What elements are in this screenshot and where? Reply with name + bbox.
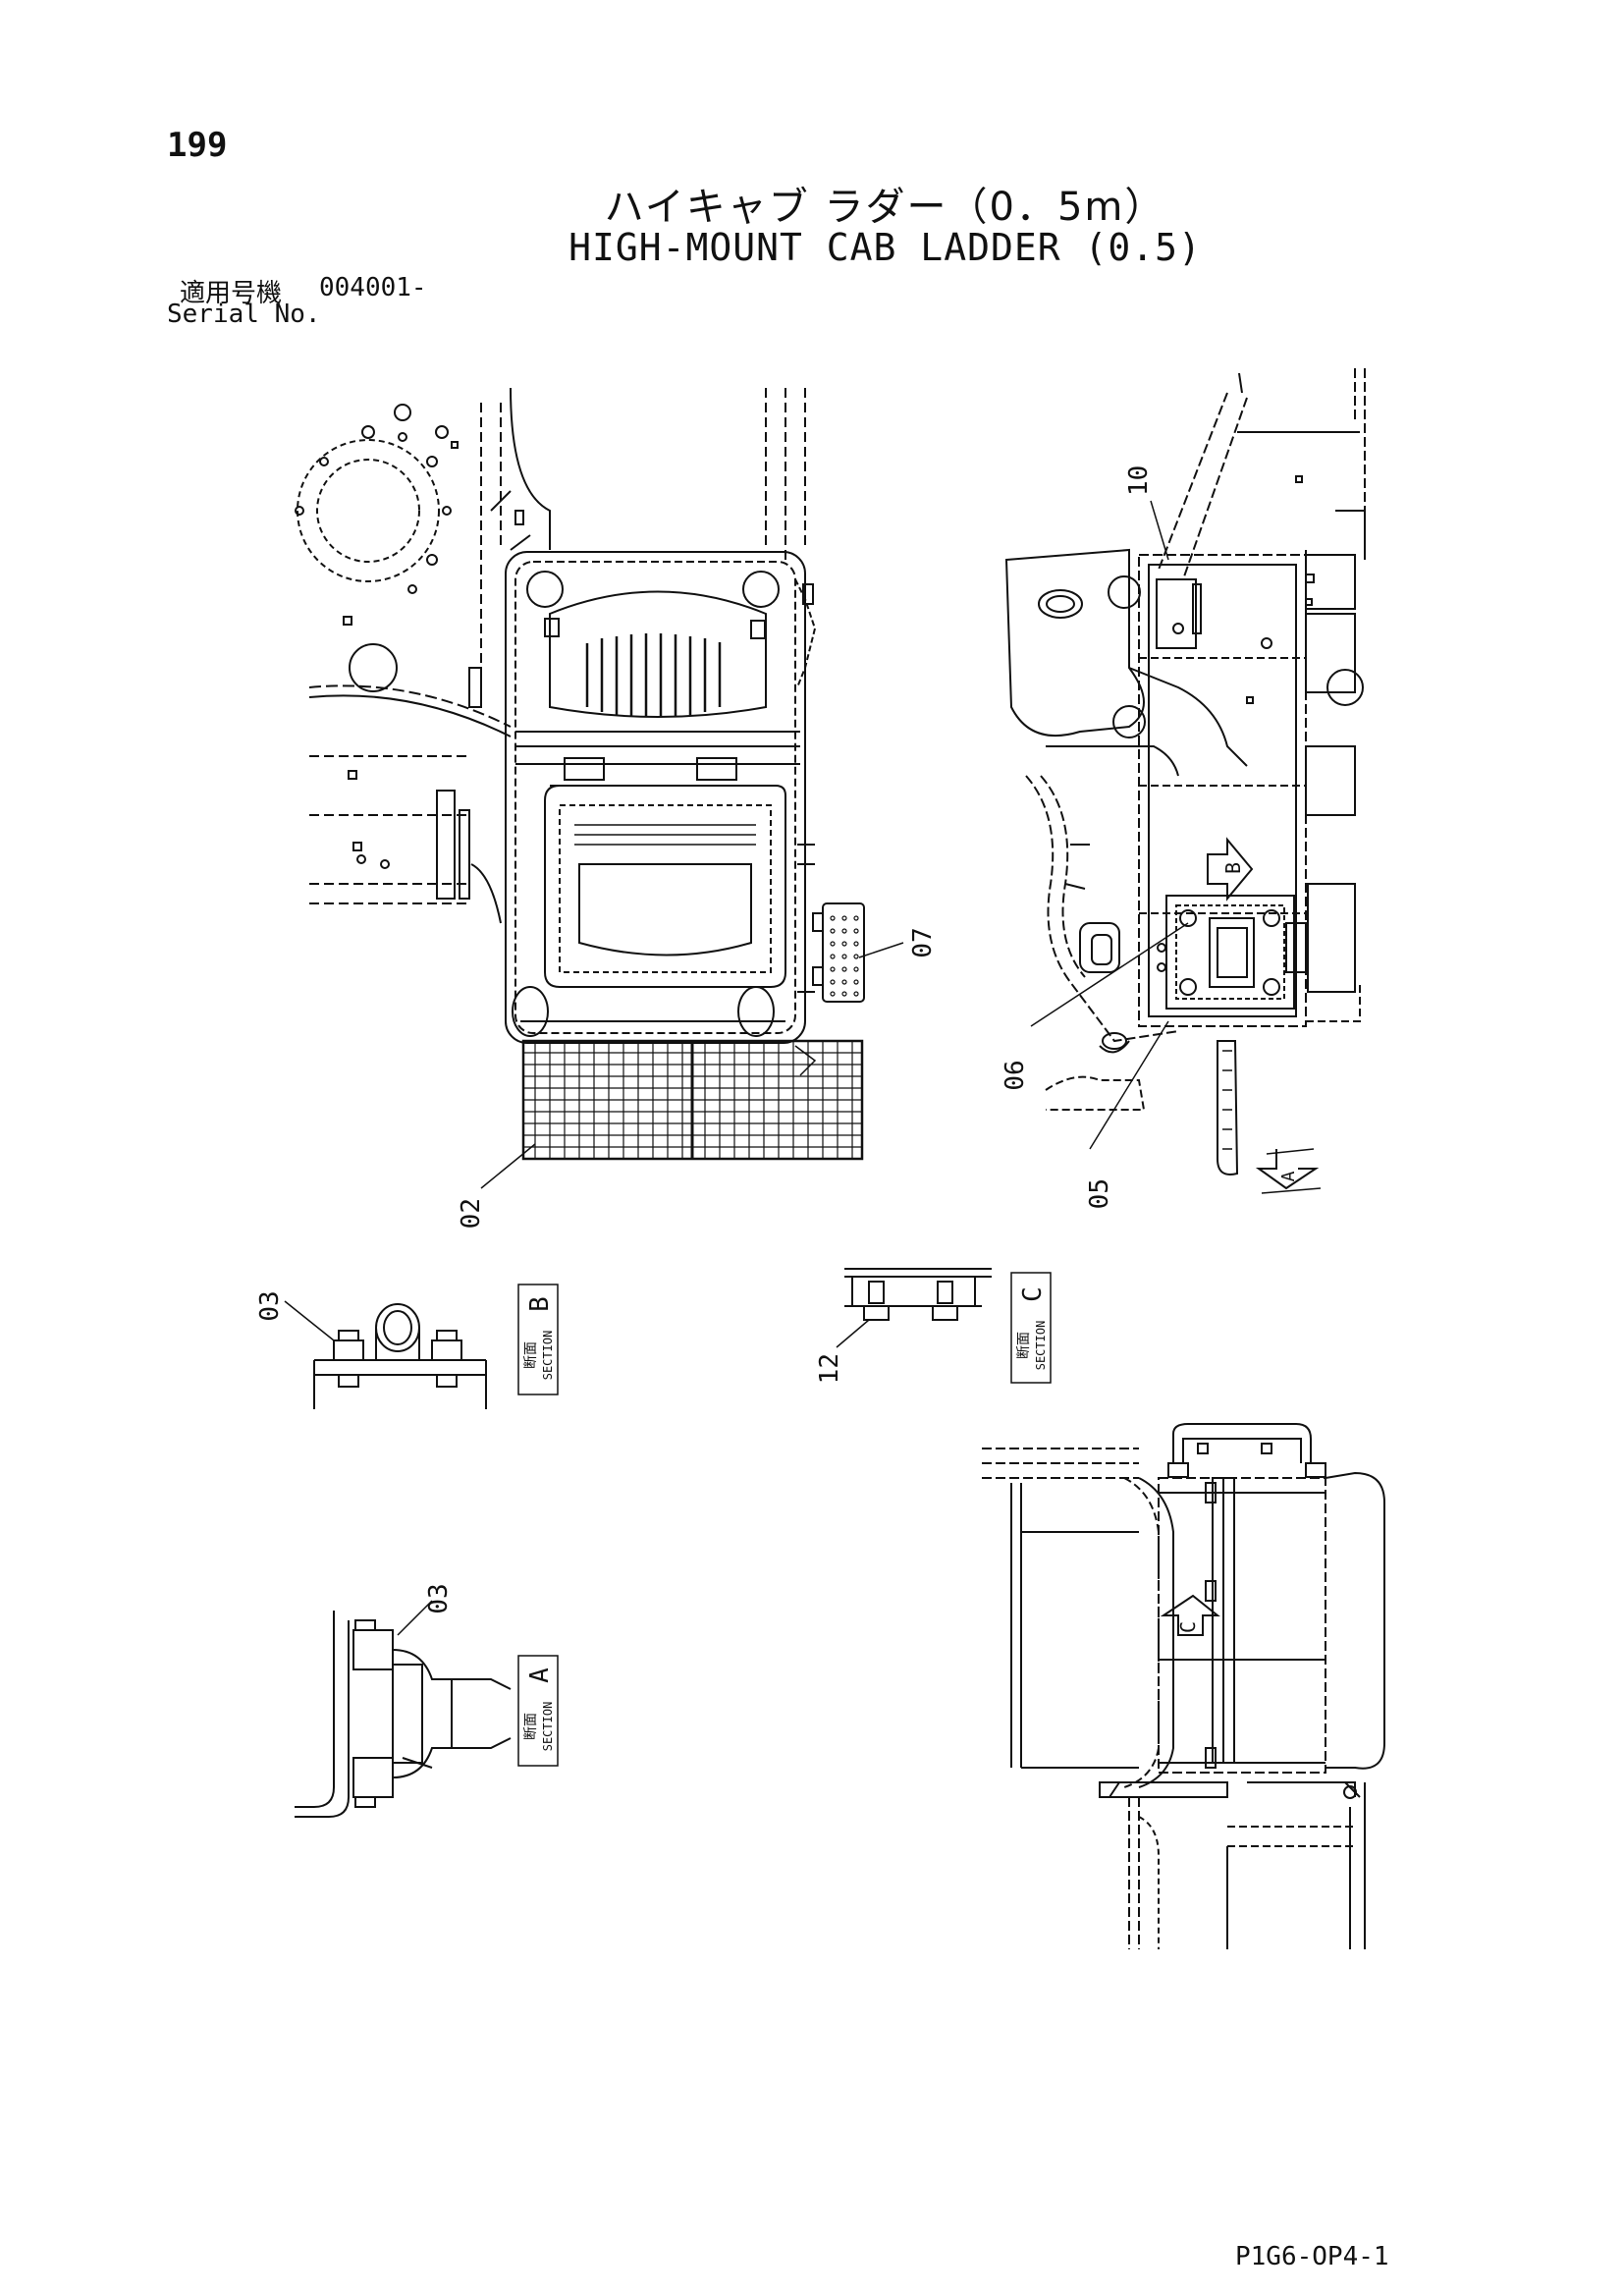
callout-07: 07 <box>908 927 938 957</box>
page-number: 199 <box>167 126 228 165</box>
callout-03-section-b: 03 <box>255 1290 285 1321</box>
callout-05: 05 <box>1085 1178 1114 1209</box>
section-c-japanese: 断面 <box>1016 1332 1032 1359</box>
page-title-english: HIGH-MOUNT CAB LADDER (0.5) <box>568 226 1202 269</box>
section-b-letter: B <box>525 1296 555 1312</box>
callout-leaders-right <box>1030 500 1189 1150</box>
section-c-english: SECTION <box>1034 1321 1048 1371</box>
page-title-japanese: ハイキャブ ラダー（0．5m） <box>604 185 1166 230</box>
ladder-grating-02 <box>521 1039 864 1161</box>
callout-leaders-left <box>480 942 904 1189</box>
callout-02: 02 <box>457 1198 486 1229</box>
callout-03-section-a: 03 <box>424 1583 454 1613</box>
callout-12: 12 <box>815 1353 844 1384</box>
step-grating-07 <box>812 902 865 1003</box>
section-a-letter: A <box>525 1667 555 1683</box>
serial-label-japanese: 適用号機 <box>180 279 283 308</box>
page-code: P1G6-OP4-1 <box>1235 2242 1389 2271</box>
section-a-label: A 断面 SECTION <box>517 1655 559 1767</box>
callout-10: 10 <box>1124 465 1154 496</box>
section-c-letter: C <box>1018 1286 1048 1302</box>
view-c-detail <box>982 1423 1385 1949</box>
view-arrow-a: A <box>1278 1171 1299 1181</box>
section-b-english: SECTION <box>541 1331 555 1381</box>
section-a-detail <box>295 1600 512 1818</box>
section-b-label: B 断面 SECTION <box>517 1284 559 1395</box>
serial-label-english: Serial No. <box>167 300 321 329</box>
section-c-detail <box>836 1268 992 1348</box>
serial-number-value: 004001- <box>319 273 427 302</box>
section-a-english: SECTION <box>541 1702 555 1752</box>
section-b-japanese: 断面 <box>523 1341 539 1369</box>
cab-top-view <box>295 387 817 1044</box>
view-arrow-b: B <box>1221 862 1245 874</box>
cab-side-view <box>1004 368 1366 1194</box>
section-c-label: C 断面 SECTION <box>1010 1272 1052 1384</box>
section-b-detail <box>284 1300 487 1409</box>
view-arrow-c: C <box>1176 1621 1200 1633</box>
callout-06: 06 <box>1001 1060 1030 1090</box>
section-a-japanese: 断面 <box>523 1713 539 1740</box>
